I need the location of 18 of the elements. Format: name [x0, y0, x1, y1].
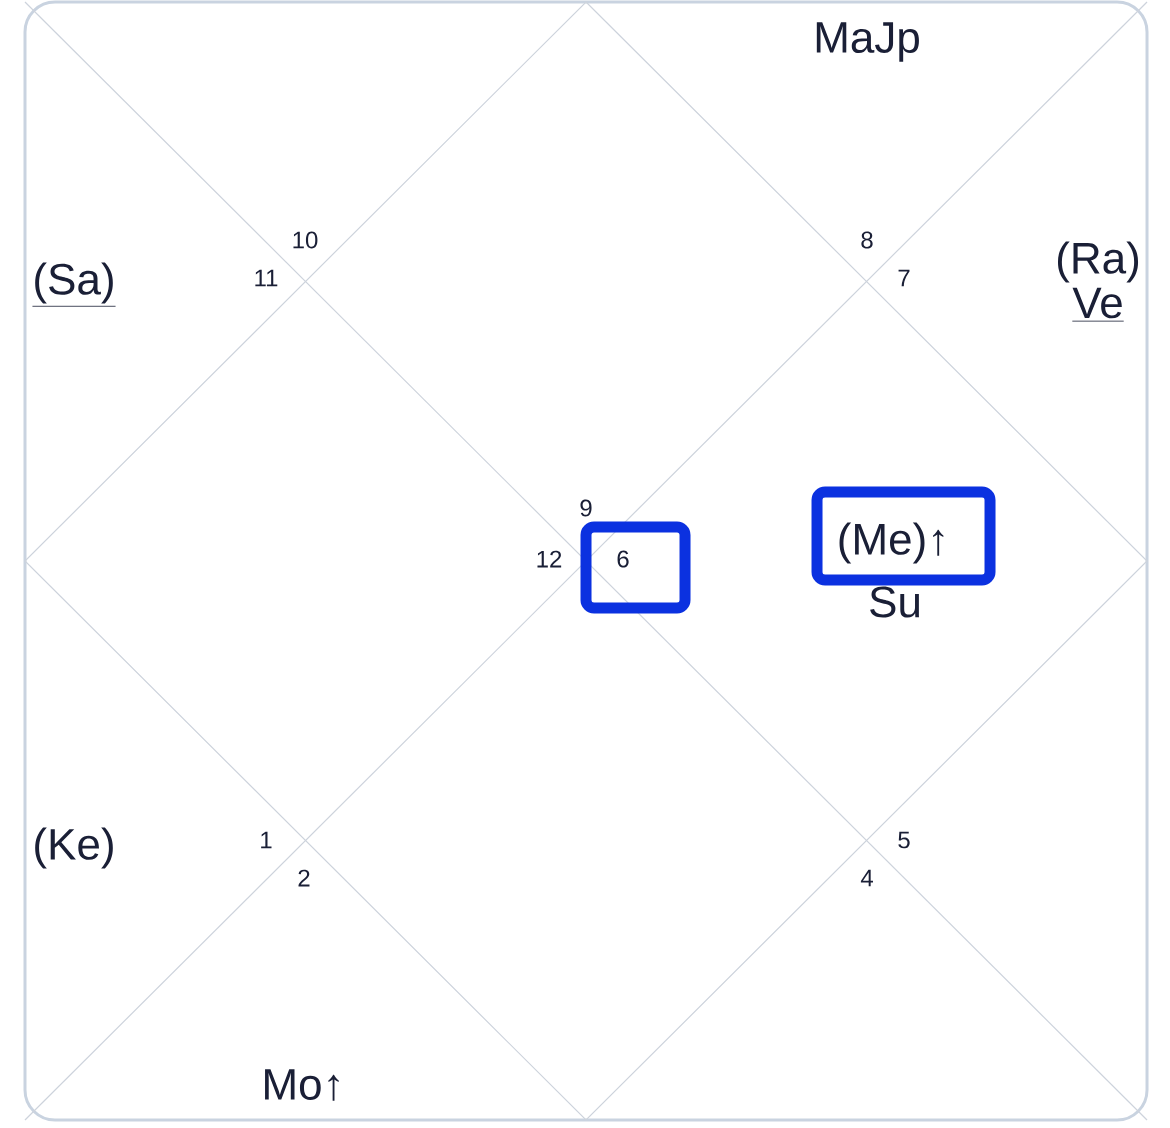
highlight-box: 6 — [580, 521, 691, 614]
planet-label: (Ke) — [35, 827, 113, 869]
planet-label: Ve — [1071, 287, 1125, 322]
planet-label: Mo↑ — [265, 1069, 339, 1101]
house-number: 9 — [580, 499, 592, 517]
planet-label: MaJp — [816, 22, 919, 62]
house-number: 11 — [255, 269, 278, 287]
house-number: 10 — [293, 231, 318, 249]
house-number: 12 — [537, 550, 562, 568]
house-number: 4 — [860, 869, 873, 887]
planet-label: (Sa) — [32, 262, 116, 307]
house-number: 5 — [898, 831, 910, 849]
planet-label: (Ra) — [1057, 241, 1139, 283]
house-number: 2 — [298, 869, 310, 887]
house-number: 7 — [898, 269, 910, 287]
house-number: 8 — [861, 231, 873, 249]
house-number: 1 — [261, 831, 272, 849]
highlight-box: (Me)↑ — [811, 486, 996, 586]
